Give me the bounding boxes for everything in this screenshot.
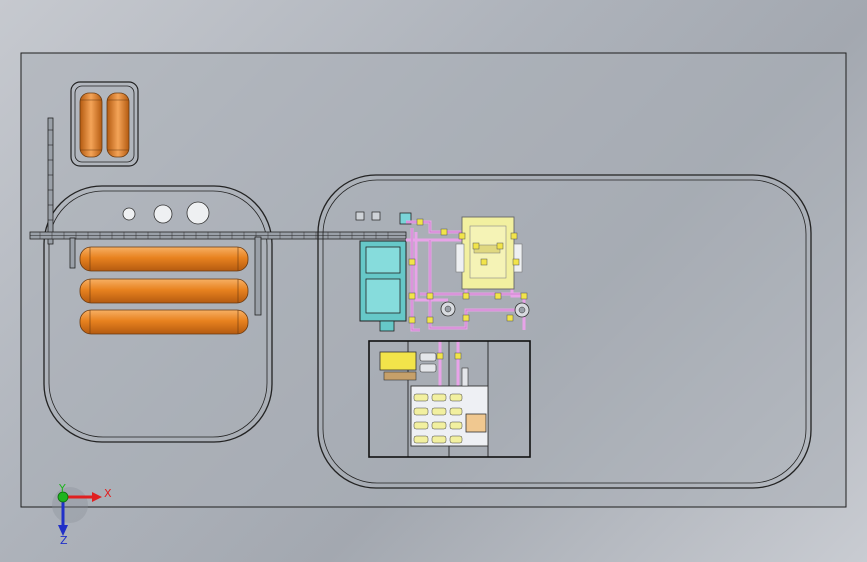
valve	[408, 292, 416, 300]
z-axis-arrow-head	[58, 525, 68, 536]
cabinet-module	[449, 435, 463, 444]
cabinet-module	[413, 435, 429, 444]
valve	[408, 258, 416, 266]
heat-exchanger-panel	[455, 216, 523, 290]
junction-box	[399, 212, 412, 225]
valve	[436, 352, 444, 360]
triad-origin-shadow	[52, 487, 88, 523]
pump-left	[440, 301, 456, 317]
gauge-small	[122, 207, 136, 221]
left-tank-enclosure	[43, 185, 273, 443]
cabinet-module	[431, 407, 447, 416]
x-axis-arrow-head	[92, 492, 102, 502]
valve	[506, 314, 514, 322]
valve	[480, 258, 488, 266]
valve-set	[408, 218, 528, 360]
horizontal-tank-3	[79, 309, 249, 335]
x-axis-label: X	[104, 487, 112, 500]
valve	[458, 232, 466, 240]
cabinet-module	[431, 435, 447, 444]
valve	[416, 218, 424, 226]
cabinet-module	[431, 393, 447, 402]
valve	[494, 292, 502, 300]
vertical-tank-right	[106, 92, 130, 158]
vertical-tank-left	[79, 92, 103, 158]
valve	[408, 316, 416, 324]
right-equipment-enclosure	[317, 174, 812, 489]
valve	[512, 258, 520, 266]
valve	[462, 292, 470, 300]
sensor-box-1	[355, 211, 365, 221]
gauge-medium	[153, 204, 173, 224]
cabinet-module	[413, 421, 429, 430]
valve	[496, 242, 504, 250]
cabinet-module	[449, 407, 463, 416]
y-axis-marker	[57, 491, 69, 503]
sensor-box-2	[371, 211, 381, 221]
valve	[462, 314, 470, 322]
compressor-skid	[359, 240, 407, 332]
vertical-tank-enclosure	[70, 81, 139, 167]
valve	[510, 232, 518, 240]
valve	[426, 292, 434, 300]
cabinet-module	[431, 421, 447, 430]
y-axis-label: Y	[58, 482, 66, 495]
z-axis-label: Z	[60, 534, 68, 547]
cabinet-module	[413, 407, 429, 416]
gauge-large	[186, 201, 210, 225]
horizontal-tank-2	[79, 278, 249, 304]
cabinet-module	[413, 393, 429, 402]
coordinate-triad[interactable]: X Y Z	[52, 482, 112, 547]
valve	[472, 242, 480, 250]
horizontal-tank-1	[79, 246, 249, 272]
tank-side-rail	[69, 236, 262, 316]
control-cabinet-rows	[413, 393, 463, 444]
main-pipe-rack	[29, 231, 407, 240]
cabinet-module	[449, 421, 463, 430]
valve	[440, 228, 448, 236]
vertical-pipe-rack	[47, 117, 54, 245]
valve	[426, 316, 434, 324]
valve	[454, 352, 462, 360]
valve	[520, 292, 528, 300]
pump-right	[514, 302, 530, 318]
cabinet-module	[449, 393, 463, 402]
